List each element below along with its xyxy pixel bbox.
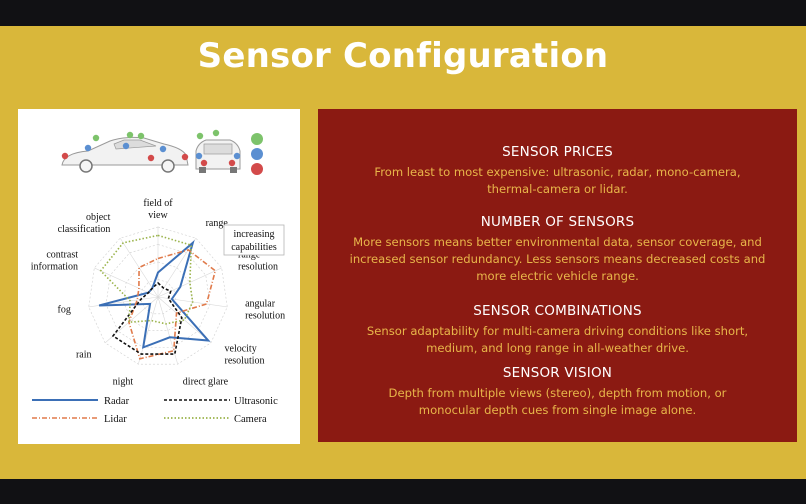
car-side-view [61,131,189,173]
legend-label-camera: Camera [234,414,267,425]
radar-spoke [137,296,159,365]
radar-axis-label: view [148,210,168,221]
radar-axis-label: information [31,261,78,272]
increasing-label-line1: increasing [233,229,274,240]
increasing-capabilities-box: increasing capabilities [223,224,285,256]
radar-axis-label: fog [58,305,71,316]
section-heading: SENSOR VISION [502,365,613,381]
info-panel: SENSOR PRICES From least to most expensi… [318,109,797,442]
legend-label-lidar: Lidar [104,414,127,425]
radar-axis-label: classification [58,224,111,235]
radar-spoke [157,237,197,298]
radar-axis-label: direct glare [183,376,229,387]
bottom-letterbox [0,479,806,504]
legend-label-ultrasonic: Ultrasonic [234,396,278,407]
radar-grid-ring [123,261,193,331]
car-rear-view [195,129,241,173]
section-heading: SENSOR PRICES [502,144,613,160]
sensor-comparison-figure: field ofviewrangerangeresolutionangularr… [18,109,300,444]
radar-series [98,234,217,360]
top-letterbox [0,0,806,26]
radar-spoke [157,296,212,344]
radar-axis-label: angular [245,299,276,310]
section-sensor-prices: SENSOR PRICES From least to most expensi… [318,144,797,198]
sensor-dot [92,134,100,142]
radar-series-lidar [128,249,217,360]
radar-axis-label: resolution [225,356,265,367]
radar-series-ultrasonic [111,281,183,355]
radar-axis-label: velocity [225,344,257,355]
section-sensor-combinations: SENSOR COMBINATIONS Sensor adaptability … [318,303,797,357]
section-heading: SENSOR COMBINATIONS [473,303,642,319]
radar-axis-labels: field ofviewrangerangeresolutionangularr… [31,198,285,387]
radar-chart: field ofviewrangerangeresolutionangularr… [31,198,285,387]
legend-label-radar: Radar [104,396,130,407]
section-number-of-sensors: NUMBER OF SENSORS More sensors means bet… [318,214,797,285]
radar-spoke [157,267,222,298]
radar-grid-ring [88,226,228,365]
radar-axis-label: resolution [245,311,285,322]
section-body: Depth from multiple views (stereo), dept… [388,386,727,417]
radar-axis-label: field of [143,198,173,209]
radar-axis-label: rain [76,350,92,361]
radar-axis-label: resolution [238,261,278,272]
radar-axis-label: night [113,376,134,387]
radar-axis-label: object [86,212,111,223]
series-legend: Radar Lidar Ultrasonic Camera [32,396,278,425]
section-sensor-vision: SENSOR VISION Depth from multiple views … [318,365,797,419]
car-sensor-legend [251,133,263,175]
slide-title: Sensor Configuration [197,36,609,76]
section-body: Sensor adaptability for multi-camera dri… [366,324,749,355]
section-body: From least to most expensive: ultrasonic… [374,165,741,196]
section-heading: NUMBER OF SENSORS [480,214,635,230]
radar-grid [88,226,228,365]
section-body: More sensors means better environmental … [349,235,766,283]
radar-axis-label: contrast [46,249,78,260]
figure-canvas: field ofviewrangerangeresolutionangularr… [31,129,285,425]
radar-axis-label: range [206,218,229,229]
increasing-label-line2: capabilities [231,242,277,253]
